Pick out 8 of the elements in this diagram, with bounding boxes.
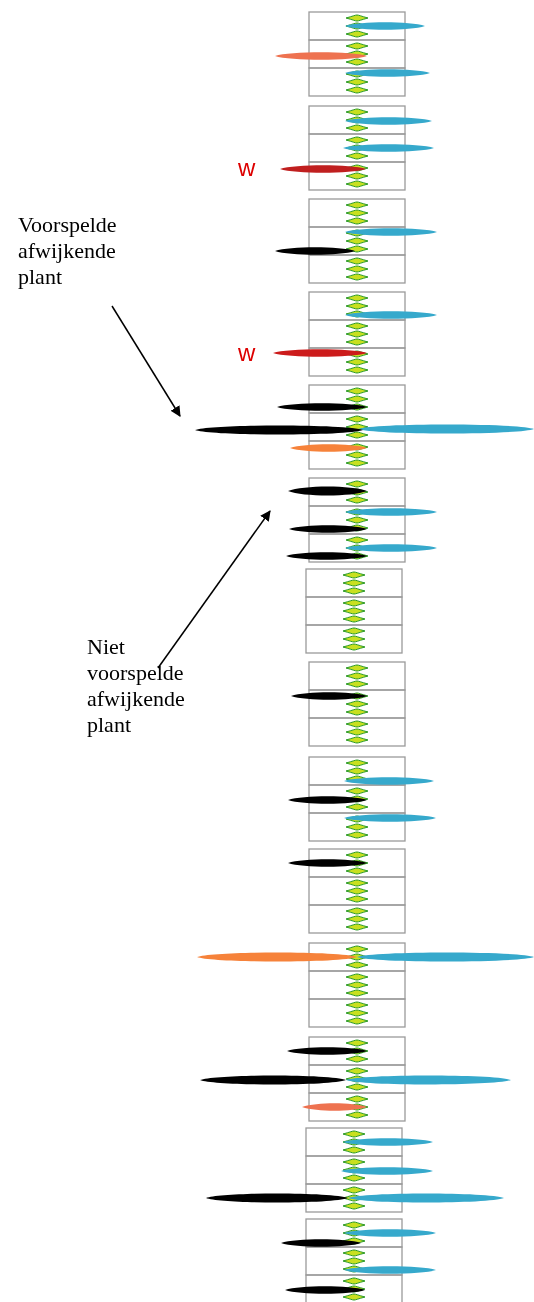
marker-letter: w [238, 341, 256, 365]
annotation-text: Voorspelde afwijkende plant [18, 212, 138, 290]
plant-bar [288, 486, 367, 496]
annotation-text: Niet voorspelde afwijkende plant [87, 634, 207, 738]
marker-letter: w [238, 156, 256, 180]
leader-arrow [111, 305, 181, 417]
leader-arrow [157, 510, 271, 669]
plant-bar [195, 425, 363, 435]
